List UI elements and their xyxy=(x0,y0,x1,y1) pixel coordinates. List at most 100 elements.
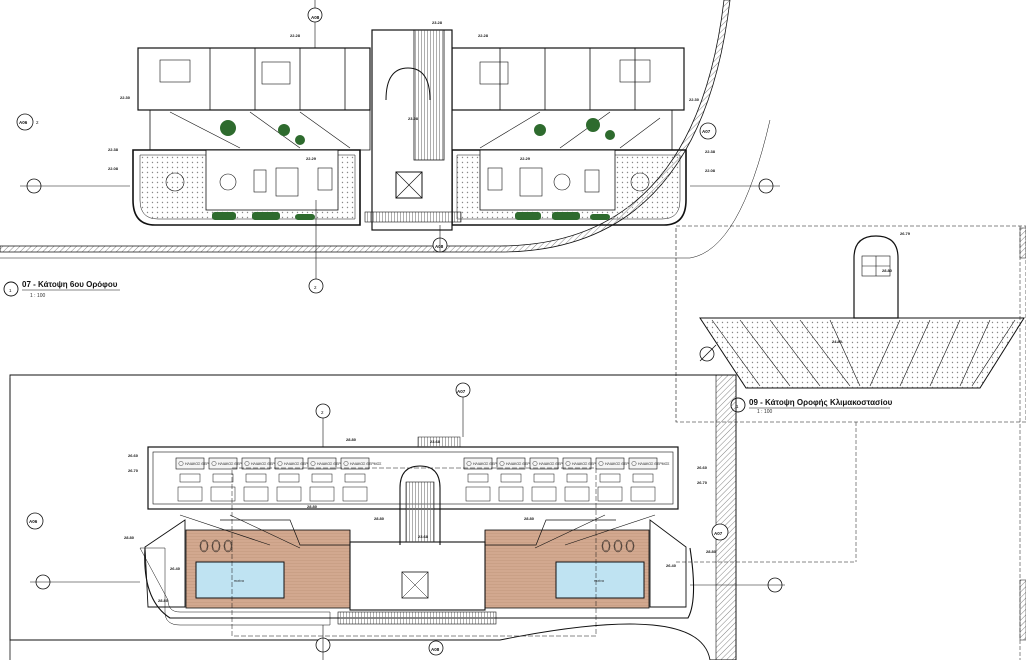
solar-panel-symbol xyxy=(631,461,637,466)
solar-tank xyxy=(500,473,522,483)
solar-panel xyxy=(628,457,658,470)
tag-a07-right: A07 xyxy=(702,129,711,134)
solar-tank xyxy=(467,473,489,483)
pool-label-left: πισίνα xyxy=(234,579,244,583)
svg-text:22.29: 22.29 xyxy=(520,156,531,161)
solar-panel-label: ΗΛΙΑΚΟΣ ΘΕΡΜΟΣ xyxy=(572,462,604,466)
svg-text:28.80: 28.80 xyxy=(307,504,318,509)
solar-panel xyxy=(562,457,592,470)
solar-panel-label: ΗΛΙΑΚΟΣ ΘΕΡΜΟΣ xyxy=(218,462,250,466)
svg-text:28.80: 28.80 xyxy=(882,268,893,273)
solar-panel xyxy=(274,457,304,470)
title-block-roof: 1 09 - Κάτοψη Οροφής Κλιμακοστασίου 1 : … xyxy=(730,397,893,415)
section-marker-top: A08 xyxy=(307,0,323,48)
svg-text:22.38: 22.38 xyxy=(705,149,716,154)
solar-tank xyxy=(632,473,654,483)
svg-text:26.79: 26.79 xyxy=(900,231,911,236)
pool-label-right: πισίνα xyxy=(594,579,604,583)
solar-tank xyxy=(245,473,267,483)
svg-text:24.80: 24.80 xyxy=(832,339,843,344)
solar-panel-label: ΗΛΙΑΚΟΣ ΘΕΡΜΟΣ xyxy=(539,462,571,466)
plan-scale: 1 : 100 xyxy=(30,293,46,299)
solar-unit xyxy=(342,486,368,502)
solar-panel-label: ΗΛΙΑΚΟΣ ΘΕΡΜΟΣ xyxy=(284,462,316,466)
title-block-top: 1 07 - Κάτοψη 6ου Ορόφου 1 : 100 xyxy=(3,280,120,299)
svg-text:2: 2 xyxy=(321,410,324,415)
svg-text:22.08: 22.08 xyxy=(705,168,716,173)
solar-panel-label: ΗΛΙΑΚΟΣ ΘΕΡΜΟΣ xyxy=(605,462,637,466)
solar-tank xyxy=(278,473,300,483)
pool-left xyxy=(195,561,285,599)
solar-panel xyxy=(208,457,238,470)
svg-text:23.28: 23.28 xyxy=(432,20,443,25)
svg-text:22.28: 22.28 xyxy=(478,33,489,38)
svg-text:2: 2 xyxy=(36,120,39,125)
solar-unit xyxy=(177,486,203,502)
solar-panel xyxy=(595,457,625,470)
solar-unit xyxy=(498,486,524,502)
svg-text:1: 1 xyxy=(736,404,739,409)
building-outline xyxy=(132,149,687,226)
solar-tank xyxy=(599,473,621,483)
solar-panel-label: ΗΛΙΑΚΟΣ ΘΕΡΜΟΣ xyxy=(251,462,283,466)
solar-panel xyxy=(340,457,370,470)
solar-panel-symbol xyxy=(466,461,472,466)
svg-text:26.60: 26.60 xyxy=(697,465,708,470)
roof-plan-title: 09 - Κάτοψη Οροφής Κλιμακοστασίου xyxy=(749,398,893,407)
svg-text:2: 2 xyxy=(314,285,317,290)
svg-text:28.80: 28.80 xyxy=(158,598,169,603)
solar-panel-symbol xyxy=(277,461,283,466)
section-marker-bottom: A08 2 xyxy=(308,225,448,294)
solar-panel xyxy=(307,457,337,470)
solar-panel xyxy=(175,457,205,470)
svg-text:A08: A08 xyxy=(431,647,440,652)
solar-tank xyxy=(311,473,333,483)
svg-text:26.70: 26.70 xyxy=(128,468,139,473)
svg-text:1 : 100: 1 : 100 xyxy=(757,409,773,415)
svg-text:26.40: 26.40 xyxy=(666,563,677,568)
solar-unit xyxy=(531,486,557,502)
stair-roof-arch xyxy=(853,235,899,319)
plan-title: 07 - Κάτοψη 6ου Ορόφου xyxy=(22,280,118,289)
solar-panel xyxy=(496,457,526,470)
svg-text:22.29: 22.29 xyxy=(306,156,317,161)
solar-panel xyxy=(241,457,271,470)
solar-panel-label: ΗΛΙΑΚΟΣ ΘΕΡΜΟΣ xyxy=(317,462,349,466)
solar-panel-symbol xyxy=(178,461,184,466)
solar-unit xyxy=(564,486,590,502)
solar-panel-symbol xyxy=(532,461,538,466)
section-markers-bottom: 2 A07 A06 A07 A08 xyxy=(26,382,785,660)
solar-panel-symbol xyxy=(565,461,571,466)
plan-number: 1 xyxy=(9,288,12,293)
svg-text:28.80: 28.80 xyxy=(374,516,385,521)
svg-text:22.38: 22.38 xyxy=(108,147,119,152)
section-marker-right: A07 xyxy=(690,122,780,194)
svg-text:28.80: 28.80 xyxy=(346,437,357,442)
solar-unit xyxy=(465,486,491,502)
plot-boundary xyxy=(0,0,731,253)
svg-text:A08: A08 xyxy=(435,244,444,249)
svg-text:22.08: 22.08 xyxy=(108,166,119,171)
planters-top xyxy=(212,118,615,220)
svg-text:28.80: 28.80 xyxy=(706,549,717,554)
solar-unit xyxy=(276,486,302,502)
plan-6th-floor: A08 A06 2 A07 A08 2 22.30 22.38 22.08 xyxy=(0,0,780,299)
svg-text:22.28: 22.28 xyxy=(290,33,301,38)
solar-tank xyxy=(566,473,588,483)
svg-text:A07: A07 xyxy=(457,389,466,394)
solar-tank xyxy=(533,473,555,483)
plot-boundary-bottom xyxy=(9,374,737,660)
solar-panel-symbol xyxy=(211,461,217,466)
section-marker-left: A06 2 xyxy=(16,113,130,194)
solar-panel-label: ΗΛΙΑΚΟΣ ΘΕΡΜΟΣ xyxy=(350,462,382,466)
solar-unit xyxy=(243,486,269,502)
solar-unit xyxy=(630,486,656,502)
svg-text:22.30: 22.30 xyxy=(120,95,131,100)
solar-panel-symbol xyxy=(244,461,250,466)
solar-panel-label: ΗΛΙΑΚΟΣ ΘΕΡΜΟΣ xyxy=(473,462,505,466)
solar-panel-symbol xyxy=(598,461,604,466)
svg-text:22.30: 22.30 xyxy=(689,97,700,102)
